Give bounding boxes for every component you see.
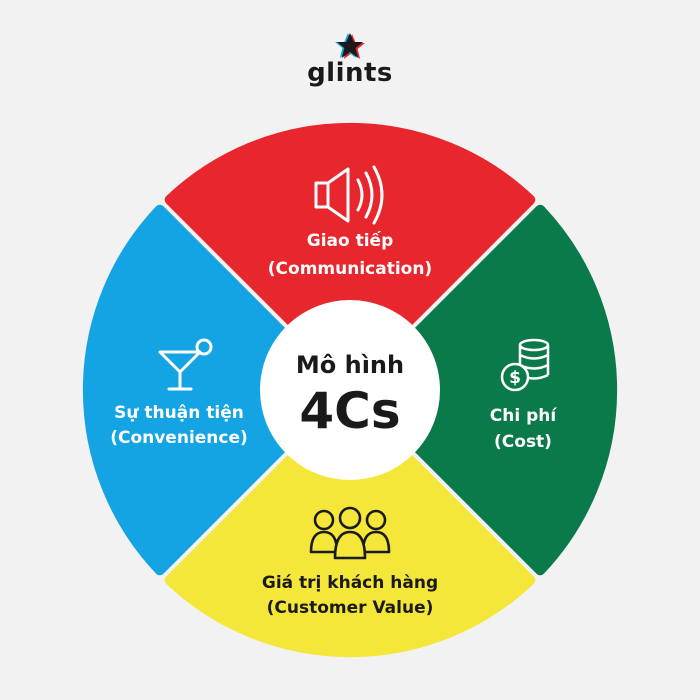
segment-cost	[349, 204, 618, 576]
segment-convenience	[82, 204, 351, 576]
communication-label: Giao tiếp	[307, 230, 394, 251]
cocktail-icon	[158, 338, 213, 391]
segment-communication	[164, 122, 536, 391]
customer-value-label: Giá trị khách hàng	[262, 573, 438, 593]
cost-label: Chi phí	[490, 406, 558, 426]
glints-star-icon	[335, 33, 365, 59]
center-circle	[260, 300, 440, 480]
convenience-sublabel: (Convenience)	[110, 428, 248, 448]
center-model-name: 4Cs	[299, 382, 400, 440]
customer-value-sublabel: (Customer Value)	[267, 598, 434, 618]
convenience-label: Sự thuận tiện	[114, 403, 244, 423]
svg-text:$: $	[509, 368, 521, 388]
segment-customer-value	[164, 389, 536, 658]
cost-sublabel: (Cost)	[494, 432, 552, 452]
coins-dollar-icon: $	[500, 338, 550, 392]
brand-logo-text: glints	[307, 58, 393, 88]
center-title: Mô hình	[296, 351, 404, 379]
people-group-icon	[309, 506, 391, 560]
speaker-icon	[314, 165, 384, 225]
communication-sublabel: (Communication)	[268, 259, 432, 279]
